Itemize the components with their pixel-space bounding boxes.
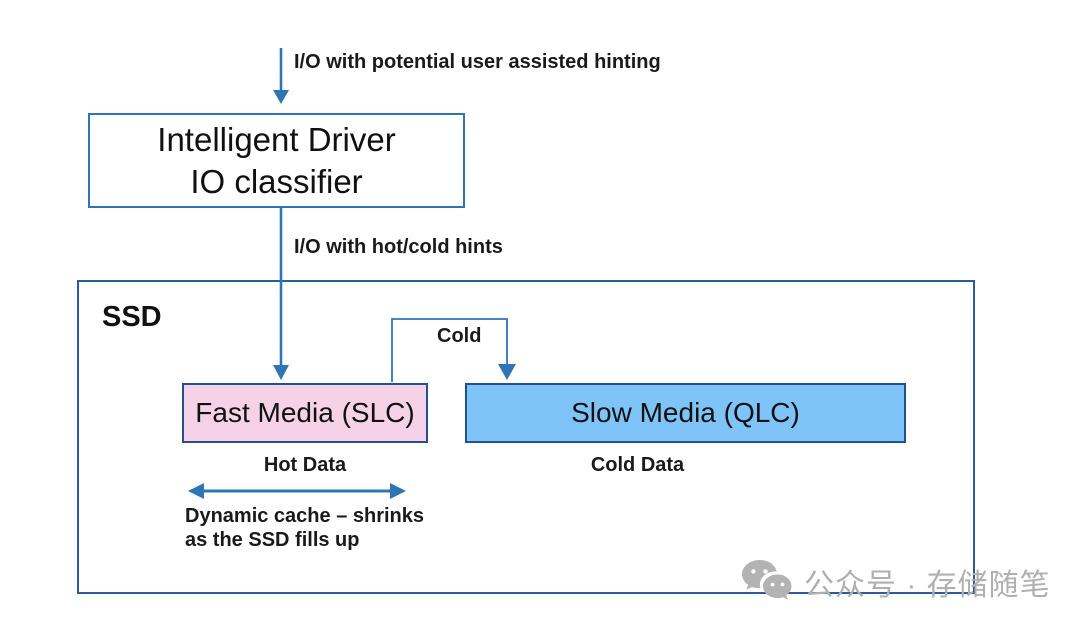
dynamic-cache-note: Dynamic cache – shrinks as the SSD fills… [185, 505, 425, 551]
intelligent-driver-box: Intelligent Driver IO classifier [88, 113, 465, 208]
slow-media-qlc-box: Slow Media (QLC) [465, 383, 906, 443]
ssd-label: SSD [102, 301, 162, 333]
io-hinting-arrow [273, 48, 289, 104]
hot-data-label: Hot Data [263, 454, 347, 476]
hot-cold-hints-label: I/O with hot/cold hints [294, 236, 503, 258]
watermark-text: 公众号 · 存储随笔 [804, 569, 1051, 602]
watermark: 公众号 · 存储随笔 [740, 558, 1051, 606]
wechat-icon [742, 560, 792, 600]
cold-label: Cold [437, 325, 482, 347]
io-hinting-label: I/O with potential user assisted hinting [294, 51, 661, 73]
cold-data-label: Cold Data [590, 454, 685, 476]
fast-media-slc-box: Fast Media (SLC) [182, 383, 428, 443]
